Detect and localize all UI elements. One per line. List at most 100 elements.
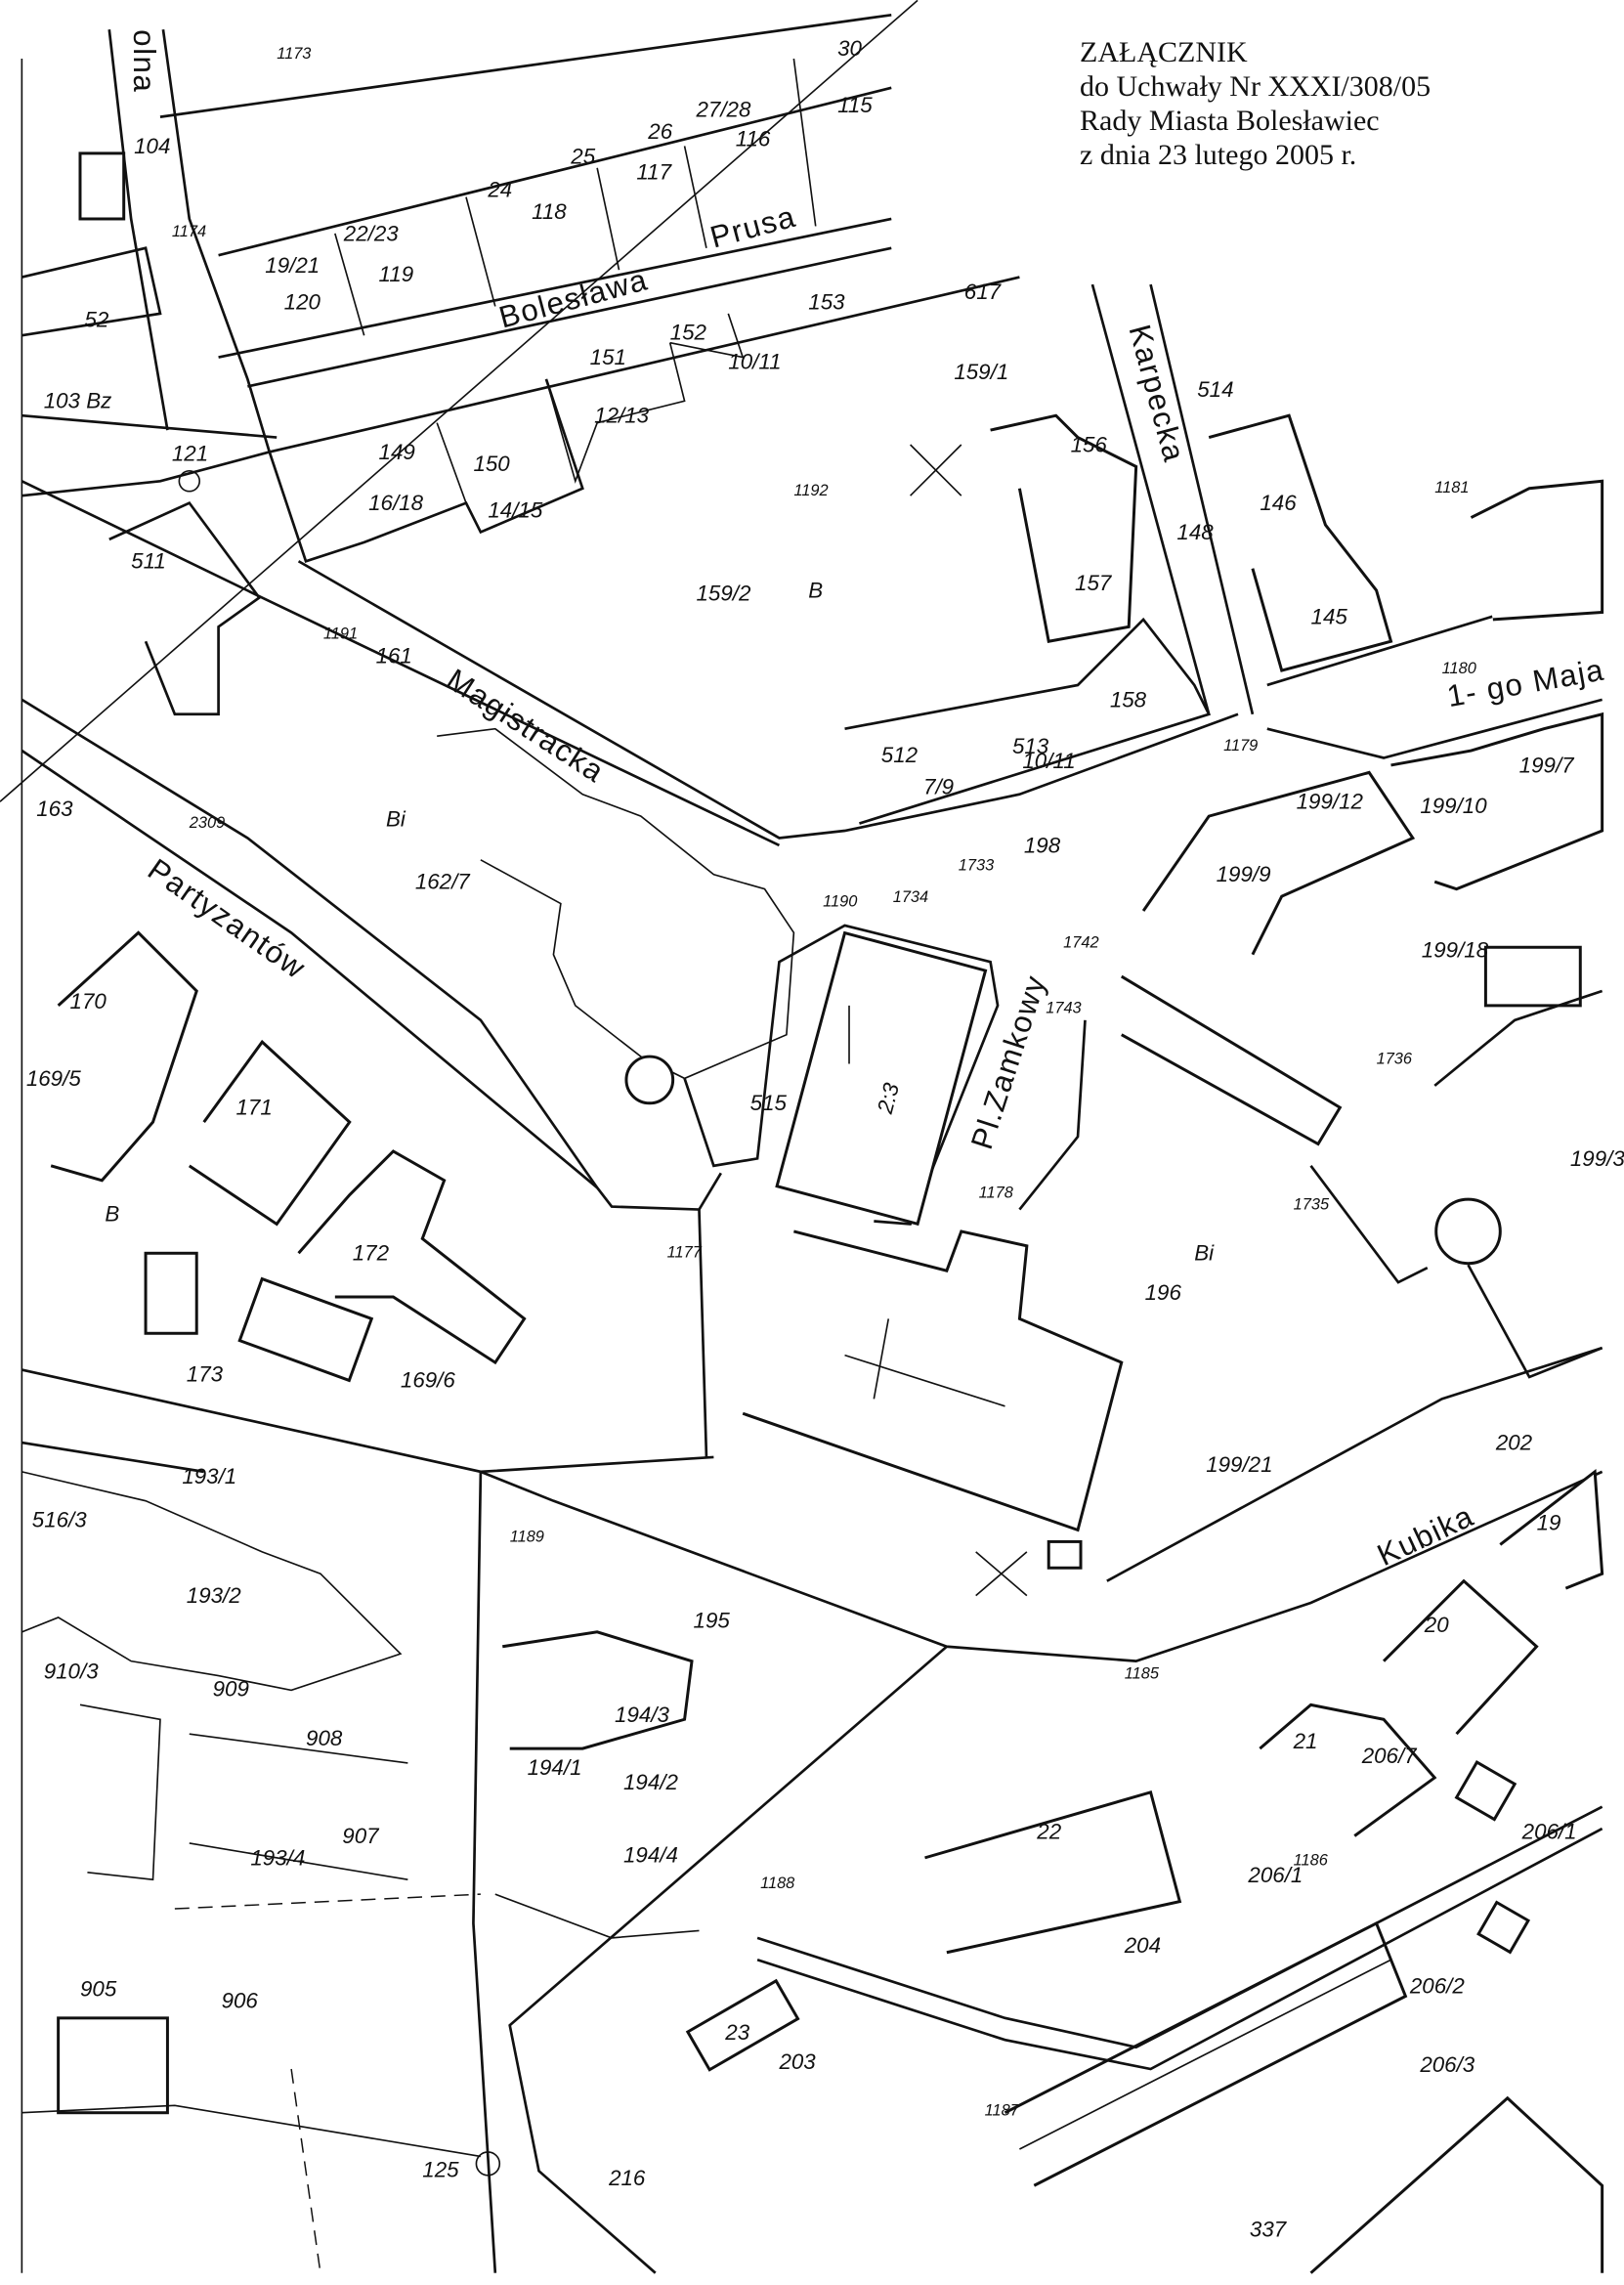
parcel-label: 22/23: [343, 221, 399, 245]
parcel-label: 161: [376, 644, 412, 668]
parcel-label: 125: [422, 2157, 459, 2181]
parcel-label: 206/7: [1361, 1744, 1418, 1768]
parcel-label: 116: [736, 126, 771, 151]
header-date: z dnia 23 lutego 2005 r.: [1080, 139, 1357, 171]
parcel-label: 199/3: [1570, 1146, 1624, 1171]
parcel-label: 149: [379, 440, 415, 464]
parcel-label: 169/6: [401, 1367, 455, 1392]
parcel-label: 513: [1012, 734, 1049, 758]
parcel-label: 514: [1197, 377, 1233, 402]
parcel-label: 26: [647, 119, 672, 144]
parcel-label: 104: [134, 134, 170, 158]
survey-point-label: 1180: [1442, 660, 1476, 677]
survey-point-label: 1179: [1223, 737, 1258, 754]
parcel-label: 158: [1110, 687, 1147, 711]
parcel-label: 30: [837, 36, 862, 61]
parcel-label: 157: [1075, 571, 1113, 595]
survey-point-label: 1173: [277, 45, 311, 63]
parcel-label: 19: [1537, 1510, 1561, 1534]
parcel-label: 156: [1071, 432, 1108, 456]
survey-point-label: 1186: [1294, 1851, 1329, 1869]
parcel-label: 25: [570, 144, 595, 168]
parcel-label: 199/18: [1422, 938, 1489, 963]
parcel-label: 146: [1260, 491, 1297, 515]
parcel-label: 172: [353, 1241, 390, 1266]
parcel-label: 20: [1424, 1613, 1449, 1637]
survey-point-label: 1743: [1046, 999, 1081, 1016]
parcel-label: 203: [778, 2049, 816, 2074]
parcel-label: 10/11: [1022, 749, 1075, 773]
parcel-label: 7/9: [923, 775, 954, 799]
parcel-label: 169/5: [26, 1066, 81, 1091]
parcel-label: 194/3: [615, 1703, 669, 1727]
survey-point-label: 1190: [823, 893, 857, 911]
street-karpecka-label: Karpecka: [1122, 322, 1191, 466]
parcel-label: 206/3: [1419, 2052, 1474, 2077]
parcel-label: 204: [1124, 1933, 1161, 1958]
parcel-label: 617: [964, 280, 1003, 304]
survey-point-label: 1733: [959, 856, 994, 874]
street-prusa-label: Bolesława: [495, 262, 652, 334]
header-resolution: do Uchwały Nr XXXI/308/05: [1080, 70, 1432, 103]
parcel-label: 119: [379, 262, 414, 286]
parcel-label: 170: [70, 989, 107, 1013]
street-olna-label: olna: [127, 29, 161, 93]
parcel-label: 199/9: [1217, 862, 1271, 886]
parcel-label: 206/2: [1409, 1974, 1465, 1999]
parcel-label: 199/7: [1519, 753, 1575, 777]
parcel-label: 118: [532, 199, 567, 224]
parcel-label: 19/21: [265, 253, 320, 278]
survey-point-label: 1735: [1294, 1196, 1330, 1214]
parcel-label: 145: [1311, 604, 1348, 628]
parcel-label: 908: [306, 1726, 343, 1750]
parcel-label: 151: [590, 345, 626, 369]
survey-point-label: 1187: [985, 2102, 1020, 2120]
parcel-label: 22: [1036, 1819, 1061, 1843]
parcel-label: 193/2: [187, 1583, 241, 1608]
parcel-label: B: [105, 1201, 119, 1226]
survey-point-label: 1188: [760, 1875, 795, 1892]
parcel-label: 906: [222, 1988, 259, 2012]
parcel-label: 27/28: [695, 98, 750, 122]
parcel-label: 163: [36, 797, 73, 821]
survey-point-label: 1181: [1434, 479, 1469, 496]
parcel-label: 152: [670, 321, 707, 345]
parcel-label: 199/10: [1420, 794, 1487, 818]
parcel-label: 159/2: [696, 582, 750, 606]
parcel-label: 909: [213, 1676, 249, 1701]
parcel-label: 199/21: [1206, 1452, 1272, 1477]
parcel-label: 103 Bz: [44, 389, 112, 413]
parcel-label: 194/1: [528, 1755, 582, 1780]
parcel-label: 194/2: [623, 1770, 678, 1794]
parcel-label: 117: [636, 160, 672, 185]
parcel-label: 159/1: [954, 360, 1008, 384]
parcel-label: 194/4: [623, 1842, 678, 1867]
survey-point-label: 1736: [1377, 1051, 1413, 1068]
parcel-label: 516/3: [32, 1508, 87, 1532]
parcel-label: 193/4: [250, 1845, 305, 1870]
survey-point-label: 2309: [189, 814, 225, 832]
parcel-label: 12/13: [594, 404, 649, 428]
parcel-label: 150: [473, 452, 510, 476]
survey-point-label: 1189: [510, 1528, 544, 1545]
parcel-label: 910/3: [44, 1660, 99, 1684]
parcel-label: 120: [284, 289, 321, 314]
parcel-label: 206/1: [1247, 1863, 1303, 1887]
parcel-label: 206/1: [1521, 1819, 1577, 1843]
parcel-label: 512: [881, 743, 919, 767]
survey-point-label: 1192: [793, 482, 828, 499]
parcel-label: 121: [172, 441, 208, 465]
parcel-label: 23: [724, 2020, 749, 2045]
annex-header: ZAŁĄCZNIK do Uchwały Nr XXXI/308/05 Rady…: [1080, 35, 1431, 172]
parcel-label: 14/15: [488, 498, 542, 523]
survey-point-label: 1742: [1063, 933, 1098, 951]
parcel-label: 171: [235, 1096, 272, 1120]
parcel-label: 198: [1024, 833, 1061, 857]
parcel-label: 115: [837, 93, 873, 117]
survey-point-label: 1185: [1125, 1665, 1160, 1683]
parcel-label: Bi: [386, 807, 406, 832]
survey-points: 1192 1179 1733 1734 1190 2309 1735 1736 …: [172, 45, 1476, 2120]
parcel-label: 515: [750, 1091, 788, 1115]
